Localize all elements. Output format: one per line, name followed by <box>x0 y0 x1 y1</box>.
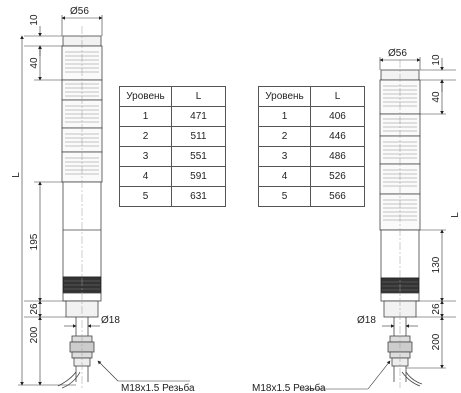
table-cell-length: 406 <box>310 106 365 127</box>
table-cell-length: 591 <box>171 166 226 187</box>
table-cell-level: 3 <box>258 146 311 167</box>
left-dim-overall: L <box>11 172 22 178</box>
table-row: 4 591 <box>119 166 226 187</box>
table-cell-level: 4 <box>119 166 172 187</box>
table-cell-length: 551 <box>171 146 226 167</box>
table-header-length: L <box>310 86 365 107</box>
right-dimension-labels: Ø56 10 40 L 130 26 200 Ø18 M18x1.5 Резьб… <box>252 48 461 393</box>
left-dimension-labels: Ø56 10 40 L 195 26 200 Ø18 M18x1.5 Резьб… <box>11 6 195 393</box>
right-dim-segment: 40 <box>431 91 442 103</box>
table-cell-length: 511 <box>171 126 226 147</box>
table-cell-length: 486 <box>310 146 365 167</box>
length-table-right: Уровень L 1 406 2 446 3 486 4 526 5 566 <box>258 86 365 207</box>
table-row: 5 631 <box>119 186 226 207</box>
right-dimensions <box>300 57 456 390</box>
table-row: 3 486 <box>258 146 365 167</box>
table-row: 1 406 <box>258 106 365 127</box>
left-thread-callout: M18x1.5 Резьба <box>121 382 195 393</box>
left-dimensions <box>18 15 190 386</box>
table-cell-level: 2 <box>258 126 311 147</box>
right-dim-body: 130 <box>431 256 442 273</box>
table-row: 3 551 <box>119 146 226 167</box>
table-header-length: L <box>171 86 226 107</box>
right-signal-tower <box>379 69 423 387</box>
table-cell-level: 1 <box>119 106 172 127</box>
table-cell-level: 3 <box>119 146 172 167</box>
right-thread-callout: M18x1.5 Резьба <box>252 382 326 393</box>
length-table-left: Уровень L 1 471 2 511 3 551 4 591 5 631 <box>119 86 226 207</box>
table-cell-length: 526 <box>310 166 365 187</box>
table-cell-level: 1 <box>258 106 311 127</box>
right-dim-top: 10 <box>431 54 442 66</box>
left-dim-segment: 40 <box>29 57 40 69</box>
table-header-level: Уровень <box>119 86 172 107</box>
left-dim-top: 10 <box>29 14 40 26</box>
left-diameter-top: Ø56 <box>70 6 89 17</box>
table-row: 1 471 <box>119 106 226 127</box>
right-diameter-pipe: Ø18 <box>357 315 376 326</box>
table-cell-level: 5 <box>258 186 311 207</box>
table-cell-length: 631 <box>171 186 226 207</box>
table-row: 2 446 <box>258 126 365 147</box>
left-light-modules <box>61 45 103 183</box>
right-dim-overall: L <box>450 212 461 218</box>
table-cell-length: 471 <box>171 106 226 127</box>
table-cell-level: 2 <box>119 126 172 147</box>
table-header-level: Уровень <box>258 86 311 107</box>
table-row: 4 526 <box>258 166 365 187</box>
left-dim-body: 195 <box>29 233 40 250</box>
left-diameter-pipe: Ø18 <box>101 315 120 326</box>
left-signal-tower <box>57 35 103 389</box>
table-row: 2 511 <box>119 126 226 147</box>
table-header-row: Уровень L <box>119 86 226 107</box>
table-row: 5 566 <box>258 186 365 207</box>
table-cell-length: 566 <box>310 186 365 207</box>
table-cell-level: 4 <box>258 166 311 187</box>
left-dim-base: 26 <box>29 303 40 315</box>
right-dim-base: 26 <box>431 303 442 315</box>
table-cell-level: 5 <box>119 186 172 207</box>
table-header-row: Уровень L <box>258 86 365 107</box>
right-dim-pipe: 200 <box>431 333 442 350</box>
right-diameter-top: Ø56 <box>388 48 407 59</box>
table-cell-length: 446 <box>310 126 365 147</box>
left-dim-pipe: 200 <box>29 326 40 343</box>
